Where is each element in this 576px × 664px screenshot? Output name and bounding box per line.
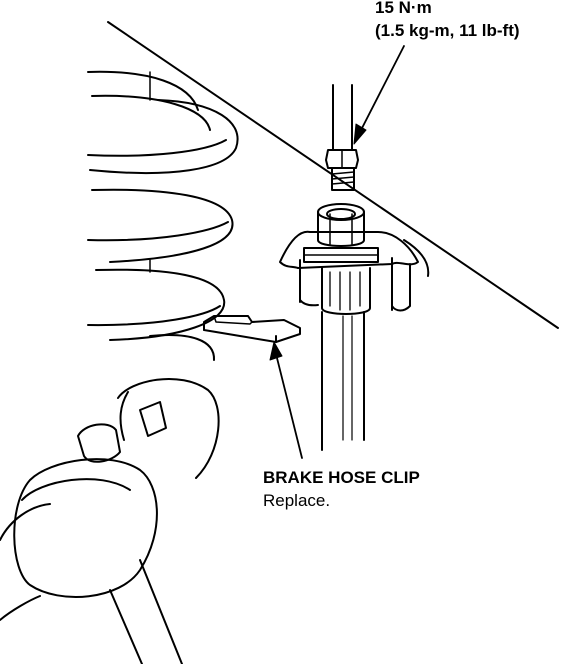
brake-hose-clip-part xyxy=(203,315,301,343)
brake-hose-clip-callout: BRAKE HOSE CLIP Replace. xyxy=(263,466,420,512)
torque-leader xyxy=(353,45,405,145)
torque-spec-callout: 15 N·m (1.5 kg-m, 11 lb-ft) xyxy=(375,0,520,42)
shock-absorber xyxy=(0,378,220,664)
brake-hose-clip-label: BRAKE HOSE CLIP xyxy=(263,468,420,487)
hose-bracket xyxy=(279,203,430,315)
torque-spec-secondary: (1.5 kg-m, 11 lb-ft) xyxy=(375,21,520,40)
clip-leader xyxy=(269,341,303,459)
brake-hose xyxy=(321,311,365,451)
brake-line xyxy=(325,84,359,191)
coil-spring xyxy=(87,70,239,361)
brake-hose-clip-note: Replace. xyxy=(263,491,331,510)
torque-spec-primary: 15 N·m xyxy=(375,0,432,17)
